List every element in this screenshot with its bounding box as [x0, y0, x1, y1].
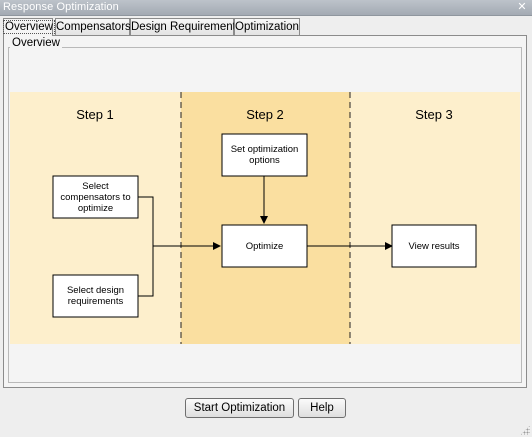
svg-text:Set optimization: Set optimization: [231, 144, 299, 155]
set-options-box: Set optimization options: [221, 133, 308, 177]
svg-text:Select: Select: [82, 181, 109, 192]
svg-text:requirements: requirements: [68, 296, 124, 307]
help-button[interactable]: Help: [298, 398, 346, 418]
tab-optimization[interactable]: Optimization: [234, 18, 300, 35]
overview-group-label: Overview: [10, 37, 62, 49]
tab-compensators[interactable]: Compensators: [55, 18, 131, 35]
svg-text:compensators to: compensators to: [60, 192, 130, 203]
step-1-label: Step 1: [76, 107, 114, 122]
svg-text:Select design: Select design: [67, 285, 124, 296]
step-2-label: Step 2: [246, 107, 284, 122]
dialog-footer: Start Optimization Help: [0, 390, 532, 437]
close-icon[interactable]: ✕: [517, 0, 527, 13]
select-compensators-box: Select compensators to optimize: [52, 175, 139, 219]
resize-grip[interactable]: [520, 425, 530, 435]
overview-group-box: [8, 47, 522, 383]
svg-text:View results: View results: [408, 241, 459, 252]
svg-text:options: options: [249, 155, 280, 166]
step-2-region: [181, 92, 350, 344]
tab-overview[interactable]: Overview: [3, 18, 55, 36]
select-requirements-box: Select design requirements: [52, 274, 139, 318]
svg-text:optimize: optimize: [78, 203, 113, 214]
step-3-region: [350, 92, 520, 344]
start-optimization-button[interactable]: Start Optimization: [185, 398, 294, 418]
window-title: Response Optimization: [3, 1, 119, 13]
step-3-label: Step 3: [415, 107, 453, 122]
optimize-box: Optimize: [221, 224, 308, 268]
view-results-box: View results: [391, 224, 477, 268]
svg-text:Optimize: Optimize: [246, 241, 283, 252]
title-bar: Response Optimization ✕: [0, 0, 532, 16]
tab-design-requirements[interactable]: Design Requirements: [130, 18, 242, 35]
